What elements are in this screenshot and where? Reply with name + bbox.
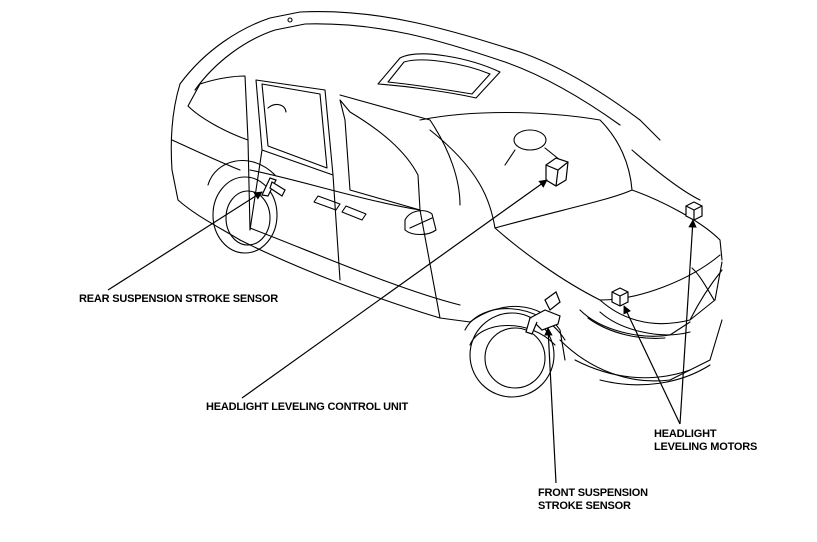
leader-lines bbox=[107, 179, 697, 484]
leader-motor-right bbox=[679, 219, 697, 425]
leader-motor-left bbox=[623, 305, 681, 425]
left-headlight-leveling-motor bbox=[611, 287, 629, 307]
headlight-leveling-control-unit bbox=[545, 157, 569, 187]
leader-front-sensor bbox=[544, 327, 557, 484]
leader-control-unit bbox=[241, 179, 548, 399]
label-rear-suspension-stroke-sensor: REAR SUSPENSION STROKE SENSOR bbox=[79, 293, 278, 305]
rear-suspension-stroke-sensor bbox=[261, 177, 286, 197]
right-headlight-leveling-motor bbox=[685, 201, 703, 221]
label-front-line1: FRONT SUSPENSION bbox=[538, 487, 648, 499]
label-motors-line2: LEVELING MOTORS bbox=[654, 441, 758, 453]
label-front-suspension-stroke-sensor: FRONT SUSPENSION STROKE SENSOR bbox=[538, 487, 648, 513]
front-suspension-stroke-sensor bbox=[525, 291, 561, 335]
label-headlight-leveling-motors: HEADLIGHT LEVELING MOTORS bbox=[654, 428, 757, 454]
label-headlight-leveling-control-unit: HEADLIGHT LEVELING CONTROL UNIT bbox=[206, 401, 408, 413]
label-front-line2: STROKE SENSOR bbox=[538, 500, 631, 512]
label-motors-line1: HEADLIGHT bbox=[654, 428, 717, 440]
minivan-outline bbox=[170, 10, 723, 398]
leader-rear-sensor bbox=[107, 191, 263, 291]
